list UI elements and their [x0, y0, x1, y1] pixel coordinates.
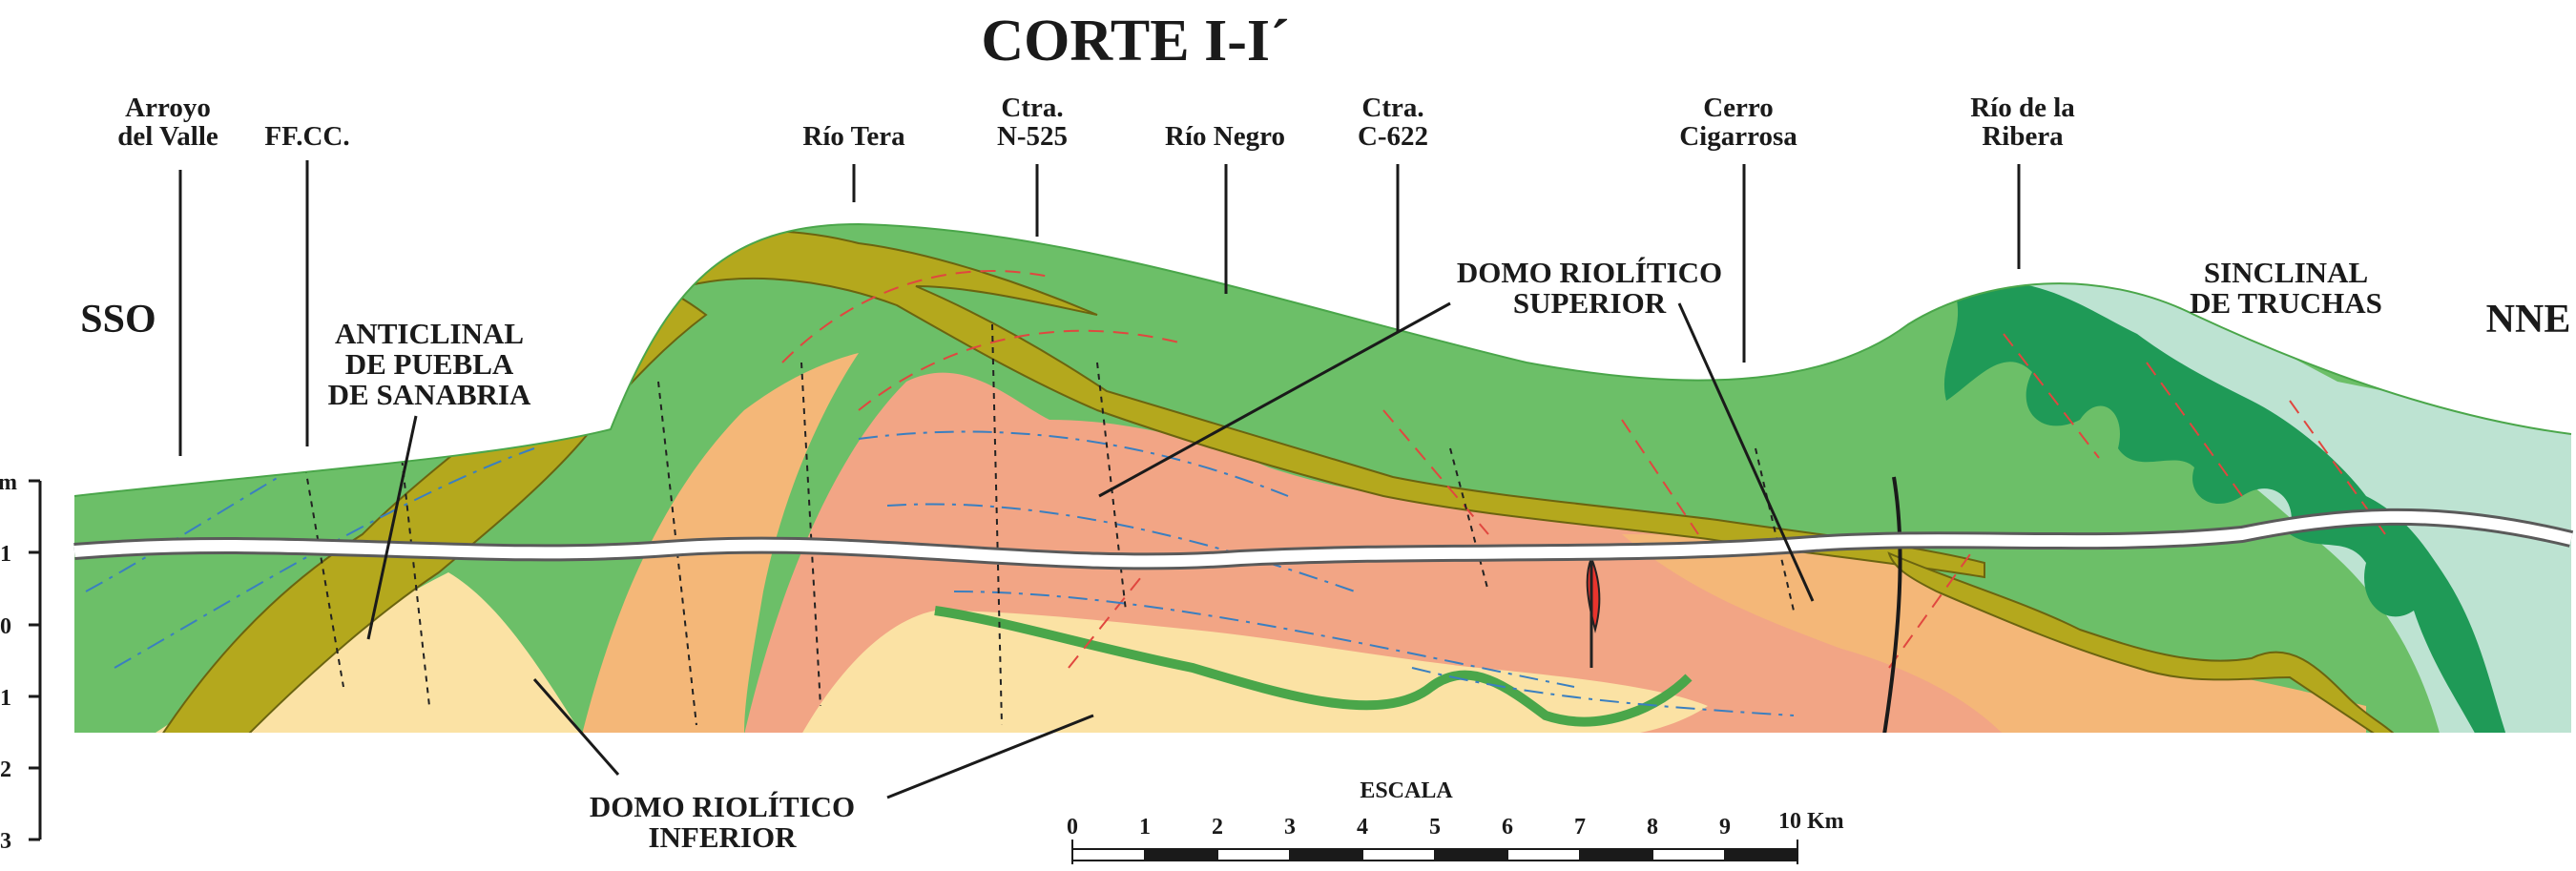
scale-tick-1: 1	[1139, 815, 1151, 840]
scale-tick-0: 0	[1067, 815, 1078, 840]
place-ribera-line2: Ribera	[1982, 121, 2064, 152]
orientation-left: SSO	[80, 298, 156, 342]
domo-superior-line2: SUPERIOR	[1513, 286, 1667, 320]
figure-title: CORTE I-I´	[981, 9, 1289, 73]
domo-inferior-line1: DOMO RIOLÍTICO	[590, 790, 855, 823]
section-outline	[73, 222, 2572, 497]
place-arroyo-line2: del Valle	[117, 121, 218, 152]
scale-tick-2: 2	[1212, 815, 1223, 840]
scale-tick-9: 9	[1719, 815, 1731, 840]
green-fold-ribbon	[934, 606, 1693, 727]
axis-label-0: 0	[0, 614, 11, 639]
domo-inferior-line2: INFERIOR	[648, 820, 797, 854]
scale-tick-4: 4	[1357, 815, 1368, 840]
scale-title: ESCALA	[1360, 778, 1453, 803]
scale-tick-8: 8	[1647, 815, 1658, 840]
orientation-right: NNE	[2486, 298, 2571, 342]
place-ffcc: FF.CC.	[264, 121, 349, 152]
main-fault	[1882, 476, 1902, 733]
axis-label-m: m	[0, 470, 17, 495]
scale-tick-3: 3	[1284, 815, 1296, 840]
place-n525-line2: N-525	[997, 121, 1068, 152]
scale-tick-5: 5	[1429, 815, 1441, 840]
place-arroyo-line1: Arroyo	[125, 93, 211, 123]
sinclinal-line1: SINCLINAL	[2204, 256, 2368, 289]
structure-leaders	[366, 301, 1815, 799]
break-line	[73, 510, 2573, 568]
vertical-axis: m 1 0 1 2 3	[0, 470, 42, 854]
axis-label-2: 2	[0, 757, 11, 782]
fold-traces-red	[781, 270, 2386, 669]
anticlinal-line3: DE SANABRIA	[328, 378, 531, 411]
anticlinal-line2: DE PUEBLA	[345, 347, 514, 381]
structure-labels: ANTICLINAL DE PUEBLA DE SANABRIA DOMO RI…	[328, 256, 2382, 854]
place-leaders	[178, 160, 2021, 456]
place-cigarrosa-line1: Cerro	[1703, 93, 1774, 123]
axis-label-1-bottom: 1	[0, 686, 11, 711]
axis-label-1-top: 1	[0, 542, 11, 567]
scale-tick-10: 10 Km	[1778, 809, 1844, 834]
place-tera: Río Tera	[802, 121, 905, 152]
dark-green-fold-band	[1943, 284, 2509, 733]
domo-superior-line1: DOMO RIOLÍTICO	[1457, 256, 1722, 289]
place-labels: Arroyo del Valle FF.CC. Río Tera Ctra. N…	[117, 93, 2075, 152]
place-ribera-line1: Río de la	[1970, 93, 2075, 123]
place-c622-line1: Ctra.	[1361, 93, 1423, 123]
olive-band-right	[1887, 551, 2398, 733]
place-negro: Río Negro	[1165, 121, 1285, 152]
fold-traces-black	[304, 323, 1795, 726]
anticlinal-line1: ANTICLINAL	[335, 317, 524, 350]
scale-tick-6: 6	[1502, 815, 1513, 840]
place-n525-line1: Ctra.	[1001, 93, 1063, 123]
place-c622-line2: C-622	[1358, 121, 1428, 152]
axis-label-3: 3	[0, 829, 11, 854]
orange-unit-right	[1622, 534, 2366, 733]
scale-bar: ESCALA 0 1 2 3 4 5 6 7 8 9 10 Km	[1067, 778, 1844, 864]
cream-unit-center	[801, 611, 1708, 733]
place-cigarrosa-line2: Cigarrosa	[1679, 121, 1797, 152]
scale-tick-7: 7	[1574, 815, 1586, 840]
scale-ticks: 0 1 2 3 4 5 6 7 8 9 10 Km	[1067, 809, 1844, 840]
sinclinal-line2: DE TRUCHAS	[2190, 286, 2382, 320]
